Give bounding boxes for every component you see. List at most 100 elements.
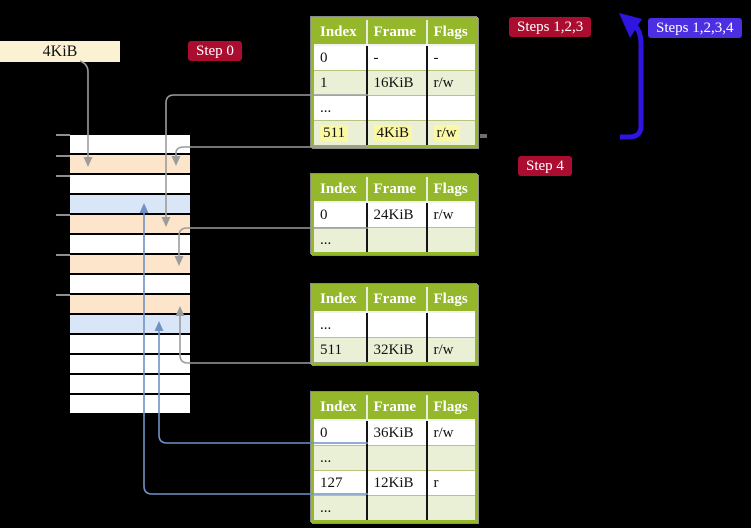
cell-flags [425, 312, 477, 338]
cell-index: 0 [312, 45, 367, 71]
arrow-l4-entry511-to-4kib [171, 146, 368, 166]
table-header-row: Index Frame Flags [312, 175, 477, 203]
badge-step-0: Step 0 [188, 41, 242, 61]
cell-index: ... [312, 227, 367, 254]
table-row: 1 16KiB r/w [312, 70, 477, 96]
address-tick [56, 155, 70, 157]
address-tick [56, 254, 70, 256]
col-header-frame: Frame [365, 285, 427, 313]
cell-frame [365, 227, 427, 254]
col-header-frame: Frame [365, 393, 427, 421]
col-header-frame: Frame [365, 18, 427, 46]
cell-frame [365, 445, 427, 471]
memory-frame-row-5 [70, 235, 190, 255]
cell-flags [425, 445, 477, 471]
frame-address-label: 4KiB [0, 41, 120, 62]
memory-frame-row-7 [70, 275, 190, 295]
cell-index: ... [312, 312, 367, 338]
table-header-row: Index Frame Flags [312, 285, 477, 313]
cell-index: ... [312, 495, 367, 522]
page-table-level-4: Index Frame Flags 0 - - 1 16KiB r/w ... … [311, 17, 478, 148]
page-table-level-3: Index Frame Flags 0 24KiB r/w ... [311, 174, 478, 255]
highlighted-value: 4KiB [373, 124, 413, 141]
table-header-row: Index Frame Flags [312, 18, 477, 46]
badge-steps-1-2-3-4: Steps 1,2,3,4 [648, 18, 742, 38]
badge-steps-1-2-3: Steps 1,2,3 [509, 17, 592, 37]
col-header-frame: Frame [365, 175, 427, 203]
cell-frame: 4KiB [365, 120, 427, 147]
table-row: ... [312, 95, 477, 121]
table-row: 0 - - [312, 45, 477, 71]
cell-flags [425, 227, 477, 254]
cell-frame [365, 95, 427, 121]
cell-flags: r/w [425, 337, 477, 364]
cell-frame [365, 495, 427, 522]
col-header-index: Index [312, 285, 367, 313]
cell-index: 127 [312, 470, 367, 496]
cell-index: ... [312, 95, 367, 121]
table-row: ... [312, 495, 477, 522]
col-header-index: Index [312, 18, 367, 46]
memory-frame-row-13 [70, 395, 190, 415]
badge-step-4: Step 4 [518, 156, 572, 176]
cell-frame: 32KiB [365, 337, 427, 364]
cell-flags: r/w [425, 202, 477, 228]
frame-address-label-text: 4KiB [42, 43, 78, 60]
col-header-index: Index [312, 175, 367, 203]
cell-flags: r [425, 470, 477, 496]
table-row: 127 12KiB r [312, 470, 477, 496]
cell-frame: - [365, 45, 427, 71]
address-tick [56, 294, 70, 296]
table-row: 0 24KiB r/w [312, 202, 477, 228]
table-row-recursive-entry: 511 4KiB r/w [312, 120, 477, 147]
highlighted-value: r/w [433, 124, 460, 141]
cell-flags: - [425, 45, 477, 71]
memory-frame-row-8 [70, 295, 190, 315]
cell-frame: 24KiB [365, 202, 427, 228]
page-table-level-2: Index Frame Flags ... 511 32KiB r/w [311, 284, 478, 365]
cell-flags: r/w [425, 420, 477, 446]
cell-flags: r/w [425, 120, 477, 147]
table-header-row: Index Frame Flags [312, 393, 477, 421]
cell-index: 511 [312, 120, 367, 147]
address-tick [56, 134, 70, 136]
cell-frame [365, 312, 427, 338]
cell-flags: r/w [425, 70, 477, 96]
col-header-flags: Flags [425, 285, 477, 313]
memory-frame-row-12 [70, 375, 190, 395]
col-header-index: Index [312, 393, 367, 421]
col-header-flags: Flags [425, 18, 477, 46]
cell-frame: 12KiB [365, 470, 427, 496]
recursive-loop-arrow [619, 13, 644, 140]
cell-index: 511 [312, 337, 367, 364]
cell-frame: 36KiB [365, 420, 427, 446]
table-row: 0 36KiB r/w [312, 420, 477, 446]
cell-index: 0 [312, 202, 367, 228]
memory-frame-row-2 [70, 175, 190, 195]
col-header-flags: Flags [425, 175, 477, 203]
memory-frame-row-3 [70, 195, 190, 215]
cell-flags [425, 495, 477, 522]
badge-steps-1-2-3-text: Steps 1,2,3 [517, 19, 584, 35]
cell-index: 0 [312, 420, 367, 446]
memory-frame-row-1 [70, 155, 190, 175]
memory-frame-row-6 [70, 255, 190, 275]
cell-frame: 16KiB [365, 70, 427, 96]
page-table-level-1: Index Frame Flags 0 36KiB r/w ... 127 12… [311, 392, 478, 523]
physical-memory-column [70, 135, 190, 415]
memory-frame-row-10 [70, 335, 190, 355]
memory-frame-row-9 [70, 315, 190, 335]
memory-frame-row-4 [70, 215, 190, 235]
highlighted-value: 511 [320, 124, 348, 141]
table-row: ... [312, 227, 477, 254]
memory-frame-row-11 [70, 355, 190, 375]
table-row: 511 32KiB r/w [312, 337, 477, 364]
table-row: ... [312, 312, 477, 338]
table-row: ... [312, 445, 477, 471]
memory-frame-row-0 [70, 135, 190, 155]
cell-flags [425, 95, 477, 121]
col-header-flags: Flags [425, 393, 477, 421]
cell-index: ... [312, 445, 367, 471]
cell-index: 1 [312, 70, 367, 96]
